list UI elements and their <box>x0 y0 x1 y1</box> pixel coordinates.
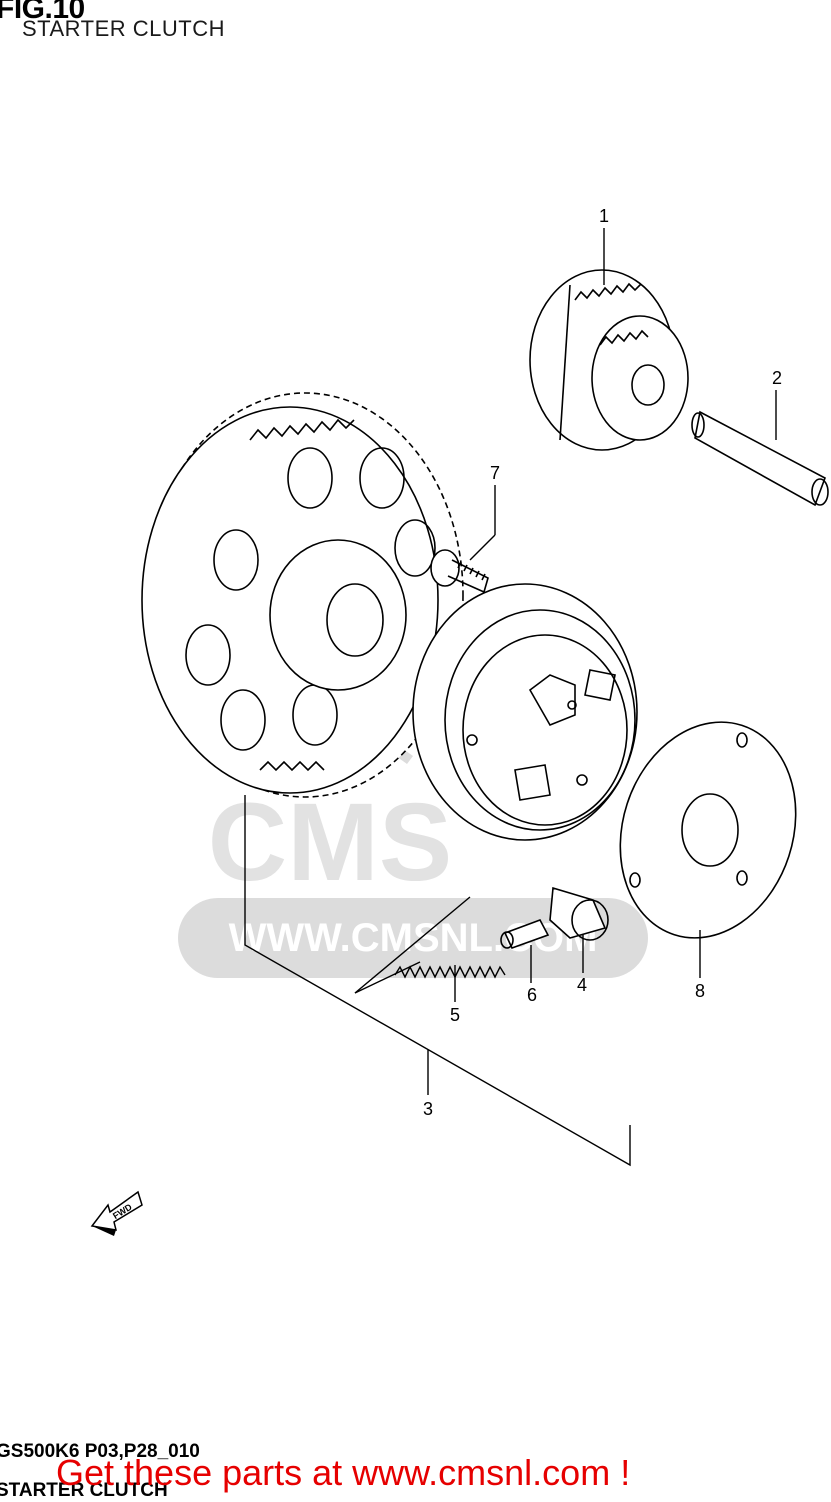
fwd-arrow-icon: FWD <box>90 1190 143 1236</box>
watermark-logo: CMS <box>208 781 452 904</box>
part-2-shaft <box>691 410 829 507</box>
callout-1: 1 <box>599 206 609 226</box>
part-3-clutch-housing <box>412 583 638 841</box>
callout-4: 4 <box>577 975 587 995</box>
part-6-plunger <box>500 919 550 950</box>
callout-3: 3 <box>423 1099 433 1119</box>
part-3-driven-gear <box>141 392 464 798</box>
callout-2: 2 <box>772 368 782 388</box>
callout-8: 8 <box>695 981 705 1001</box>
figure-title: STARTER CLUTCH <box>22 16 225 41</box>
part-1-idle-gear <box>529 269 689 451</box>
callout-6: 6 <box>527 985 537 1005</box>
part-7-bolt <box>430 549 489 594</box>
leader-lines <box>244 228 777 1167</box>
promo-link[interactable]: Get these parts at www.cmsnl.com ! <box>56 1452 631 1493</box>
part-8-washer <box>619 721 797 939</box>
footer-name: STARTER CLUTCH <box>0 1480 168 1501</box>
figure-number: FIG.10 <box>0 0 85 25</box>
callout-7: 7 <box>490 463 500 483</box>
footer-code: GS500K6 P03,P28_010 <box>0 1441 200 1462</box>
callout-5: 5 <box>450 1005 460 1025</box>
part-5-spring <box>394 965 506 979</box>
part-4-roller <box>549 886 609 941</box>
